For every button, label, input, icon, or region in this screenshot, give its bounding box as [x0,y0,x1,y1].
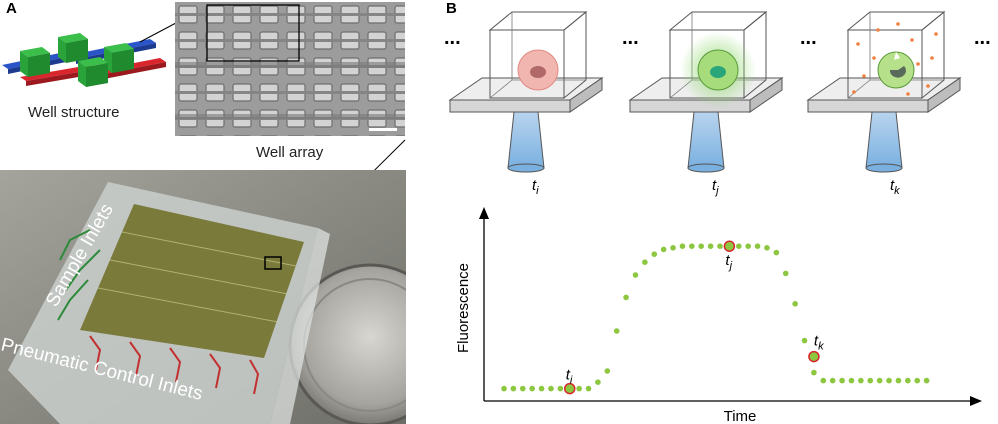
data-point [782,270,789,277]
annotation-label: ti [566,367,573,387]
data-point [905,377,911,384]
data-point [501,385,507,392]
array-region [80,204,304,358]
time-label-k: tk [890,177,900,197]
data-point [829,377,836,384]
data-point [651,251,658,257]
highlighted-point [808,350,820,363]
data-point [773,249,780,256]
data-point [632,272,639,278]
data-point [595,379,601,385]
data-point [585,385,592,392]
data-point [510,385,517,392]
data-point [698,243,705,249]
ellipsis-left: ... [444,27,461,49]
cube-state-k [807,11,961,173]
panel-a-label: A [6,0,17,17]
zoom-box [206,4,300,62]
data-point [811,369,817,376]
x-axis-label: Time [724,408,757,424]
data-point [679,243,686,249]
time-label-j: tj [712,177,719,197]
data-point [858,377,864,384]
data-point [886,377,892,384]
data-point [576,385,582,392]
highlighted-point [723,240,736,252]
panel-b-label: B [446,0,457,17]
x-axis-arrow [970,396,982,406]
highlighted-point [563,382,576,395]
data-point [735,243,742,249]
data-point [548,385,554,392]
data-point [613,328,620,334]
data-point [745,243,751,249]
annotation-label: tk [814,333,824,353]
y-axis-arrow [479,207,489,219]
data-point [642,259,648,265]
well-array-caption: Well array [256,144,324,161]
zoom-box-chip [264,256,282,270]
data-point [764,245,770,251]
data-point [670,245,676,251]
cube-state-i [449,11,603,173]
data-point [660,246,667,253]
data-point [895,377,902,384]
data-point [914,377,921,384]
well-structure-illustration [2,33,166,87]
sample-inlet-channels [57,229,101,321]
scale-bar [369,128,397,131]
ellipsis-right: ... [974,27,991,49]
cube-schematics: ... ... ... ... ti tj tk [444,11,991,197]
ellipsis-mid2: ... [800,27,817,49]
well-structure-caption: Well structure [28,104,120,121]
data-point [717,243,723,249]
data-point [792,301,798,307]
data-point [876,377,883,384]
data-point [623,294,629,301]
data-point [557,385,564,392]
data-point [754,243,761,249]
data-point [801,337,808,344]
ellipsis-mid1: ... [622,27,639,49]
data-point [604,368,611,374]
time-label-i: ti [532,177,539,197]
data-point [867,377,874,384]
pneumatic-channels [89,335,260,395]
data-point [848,377,855,384]
data-point [707,243,714,249]
well-array-micrograph [175,2,405,136]
data-point [519,385,526,392]
well-cubes [20,33,134,87]
data-point [820,377,827,384]
annotation-label: tj [725,252,732,272]
data-point [538,385,545,392]
data-point [839,377,845,384]
data-point [529,385,535,392]
y-axis-label: Fluorescence [455,263,472,353]
chip-photograph: Sample Inlets Pneumatic Control Inlets [0,170,406,424]
fluorescence-chart: Fluorescence Time ti tj tk [455,207,982,424]
cube-state-j [629,11,783,173]
data-point [923,377,930,384]
data-point [689,243,695,249]
